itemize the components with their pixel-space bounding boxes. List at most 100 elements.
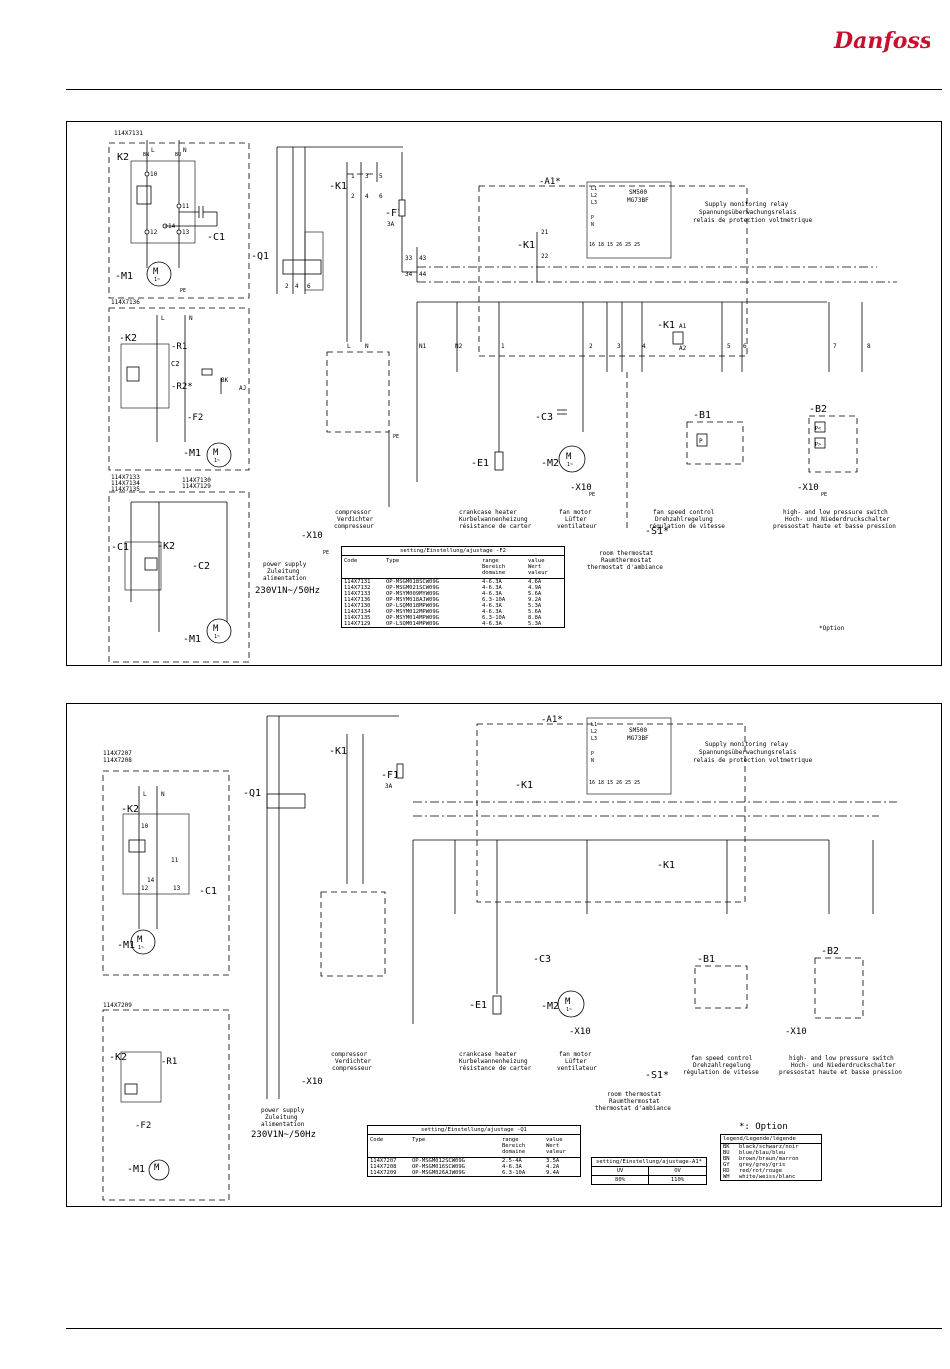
m1-label: -M1 xyxy=(183,634,201,645)
svg-text:N: N xyxy=(183,147,187,154)
table-cell: OP-MSGM012SCW09G xyxy=(412,1158,465,1164)
compressor-desc: compresseur xyxy=(332,1065,372,1072)
k2-label: -K2 xyxy=(119,333,137,344)
k1-label: -K1 xyxy=(329,746,347,757)
svg-text:1~: 1~ xyxy=(154,277,160,283)
variant-label: 114X7129 xyxy=(182,483,211,490)
svg-text:11: 11 xyxy=(182,203,190,210)
table-cell: 114X7134 xyxy=(344,609,371,615)
m1-label: -M1 xyxy=(117,940,135,951)
svg-text:M: M xyxy=(565,997,571,1007)
relay-desc: relais de protection voltmetrique xyxy=(693,757,813,764)
table-cell: 4-6.3A xyxy=(482,591,502,597)
svg-text:11: 11 xyxy=(171,857,179,864)
relay-model: SM500 xyxy=(629,189,647,196)
fanctrl-desc: Drehzahlregelung xyxy=(693,1062,751,1069)
svg-text:5: 5 xyxy=(379,173,383,180)
variant-label: 114X7133 xyxy=(111,474,140,481)
heater-desc: résistance de carter xyxy=(459,523,532,530)
col-header: UV xyxy=(592,1167,649,1175)
svg-text:L1: L1 xyxy=(591,722,597,728)
relay-model: MG73BF xyxy=(627,735,649,742)
k2-label: -K2 xyxy=(121,804,139,815)
a1-settings-table: setting/Einstellung/ajustage-A1* UV OV 8… xyxy=(591,1157,707,1185)
col-header: Type xyxy=(412,1137,426,1143)
svg-text:L: L xyxy=(161,315,165,322)
svg-text:7: 7 xyxy=(833,343,837,350)
table-cell: 114X7129 xyxy=(344,621,371,627)
r2-label: -R2* xyxy=(171,382,193,392)
logo-text: Danfoss xyxy=(833,28,930,54)
svg-text:2: 2 xyxy=(285,283,289,290)
k1-coil-label: -K1 xyxy=(657,860,675,871)
q1-label: -Q1 xyxy=(243,788,261,799)
col-header: Code xyxy=(370,1137,384,1143)
svg-text:N: N xyxy=(161,791,165,798)
table-cell: 114X7130 xyxy=(344,603,371,609)
table-cell: 2.5-4A xyxy=(502,1158,522,1164)
svg-text:N: N xyxy=(189,315,193,322)
switch-desc: Hoch- und Niederdruckschalter xyxy=(785,516,890,523)
fan-desc: Lüfter xyxy=(565,1058,587,1065)
fanctrl-desc: régulation de vitesse xyxy=(683,1069,759,1076)
option-note: *: Option xyxy=(739,1122,788,1132)
m1-label: -M1 xyxy=(183,448,201,459)
table-cell: 4-6.3A xyxy=(502,1164,522,1170)
svg-text:BK: BK xyxy=(221,377,229,384)
compressor-desc: compressor xyxy=(335,509,372,516)
compressor-desc: Verdichter xyxy=(337,516,374,523)
table-cell: 4-6.3A xyxy=(482,609,502,615)
svg-text:N1: N1 xyxy=(419,343,427,350)
svg-text:A1: A1 xyxy=(679,323,687,330)
k1-label: -K1 xyxy=(329,181,347,192)
svg-text:44: 44 xyxy=(419,271,427,278)
table-cell: 6.3-10A xyxy=(482,597,506,603)
c1-label: -C1 xyxy=(111,542,129,553)
variant-label: 114X7209 xyxy=(103,1002,132,1009)
variant-label: 114X7134 xyxy=(111,480,140,487)
x10-label: -X10 xyxy=(570,483,592,493)
c1-label: -C1 xyxy=(207,232,225,243)
svg-text:6: 6 xyxy=(307,283,311,290)
svg-text:14: 14 xyxy=(168,223,176,230)
supply-desc: Zuleitung xyxy=(267,568,300,575)
svg-text:P: P xyxy=(591,751,594,757)
svg-text:33: 33 xyxy=(405,255,413,262)
option-note: *Option xyxy=(819,625,845,632)
x10-label: -X10 xyxy=(301,1077,323,1087)
table-cell: 4.6A xyxy=(528,579,542,585)
table-cell: 80% xyxy=(592,1176,649,1184)
svg-text:M: M xyxy=(154,1163,160,1173)
svg-text:4: 4 xyxy=(642,343,646,350)
switch-desc: high- and low pressure switch xyxy=(789,1055,894,1062)
table-cell: OP-LSQM014MPW09G xyxy=(386,621,439,627)
switch-desc: Hoch- und Niederdruckschalter xyxy=(791,1062,896,1069)
svg-text:3: 3 xyxy=(617,343,621,350)
col-header: Type xyxy=(386,558,400,564)
svg-text:10: 10 xyxy=(150,171,158,178)
b2-label: -B2 xyxy=(821,946,839,957)
svg-text:PE: PE xyxy=(323,550,329,556)
f1-label: -F1 xyxy=(385,208,403,219)
table-cell: OP-MSYM014MPW09G xyxy=(386,615,439,621)
svg-text:10: 10 xyxy=(141,823,149,830)
fan-desc: fan motor xyxy=(559,509,592,516)
a1-table-title: setting/Einstellung/ajustage-A1* xyxy=(592,1158,706,1167)
svg-text:1: 1 xyxy=(501,343,505,350)
relay-desc: Supply monitoring relay xyxy=(705,201,788,208)
fan-desc: ventilateur xyxy=(557,523,597,530)
svg-text:16 18 15 26 25 25: 16 18 15 26 25 25 xyxy=(589,242,640,248)
fan-desc: fan motor xyxy=(559,1051,592,1058)
